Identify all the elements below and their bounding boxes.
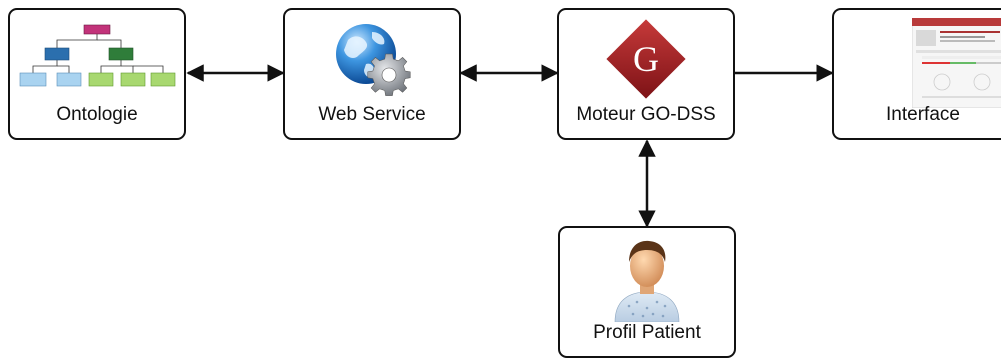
node-web-service[interactable]: Web Service	[283, 8, 461, 140]
node-label: Ontologie	[56, 104, 138, 125]
ontology-tree-icon	[17, 20, 177, 95]
logo-letter: G	[633, 39, 659, 79]
node-label: Moteur GO-DSS	[576, 104, 716, 125]
go-dss-logo: G	[603, 16, 689, 107]
interface-screenshot-icon	[911, 17, 1001, 113]
node-interface[interactable]: Interface	[832, 8, 1001, 140]
node-ontologie[interactable]: Ontologie	[8, 8, 186, 140]
patient-avatar-icon	[607, 236, 687, 327]
node-label: Web Service	[318, 104, 426, 125]
globe-gear-icon	[332, 20, 412, 105]
node-label: Interface	[886, 104, 960, 125]
node-profil-patient[interactable]: Profil Patient	[558, 226, 736, 358]
node-moteur-go-dss[interactable]: G Moteur GO-DSS	[557, 8, 735, 140]
node-label: Profil Patient	[593, 322, 701, 343]
